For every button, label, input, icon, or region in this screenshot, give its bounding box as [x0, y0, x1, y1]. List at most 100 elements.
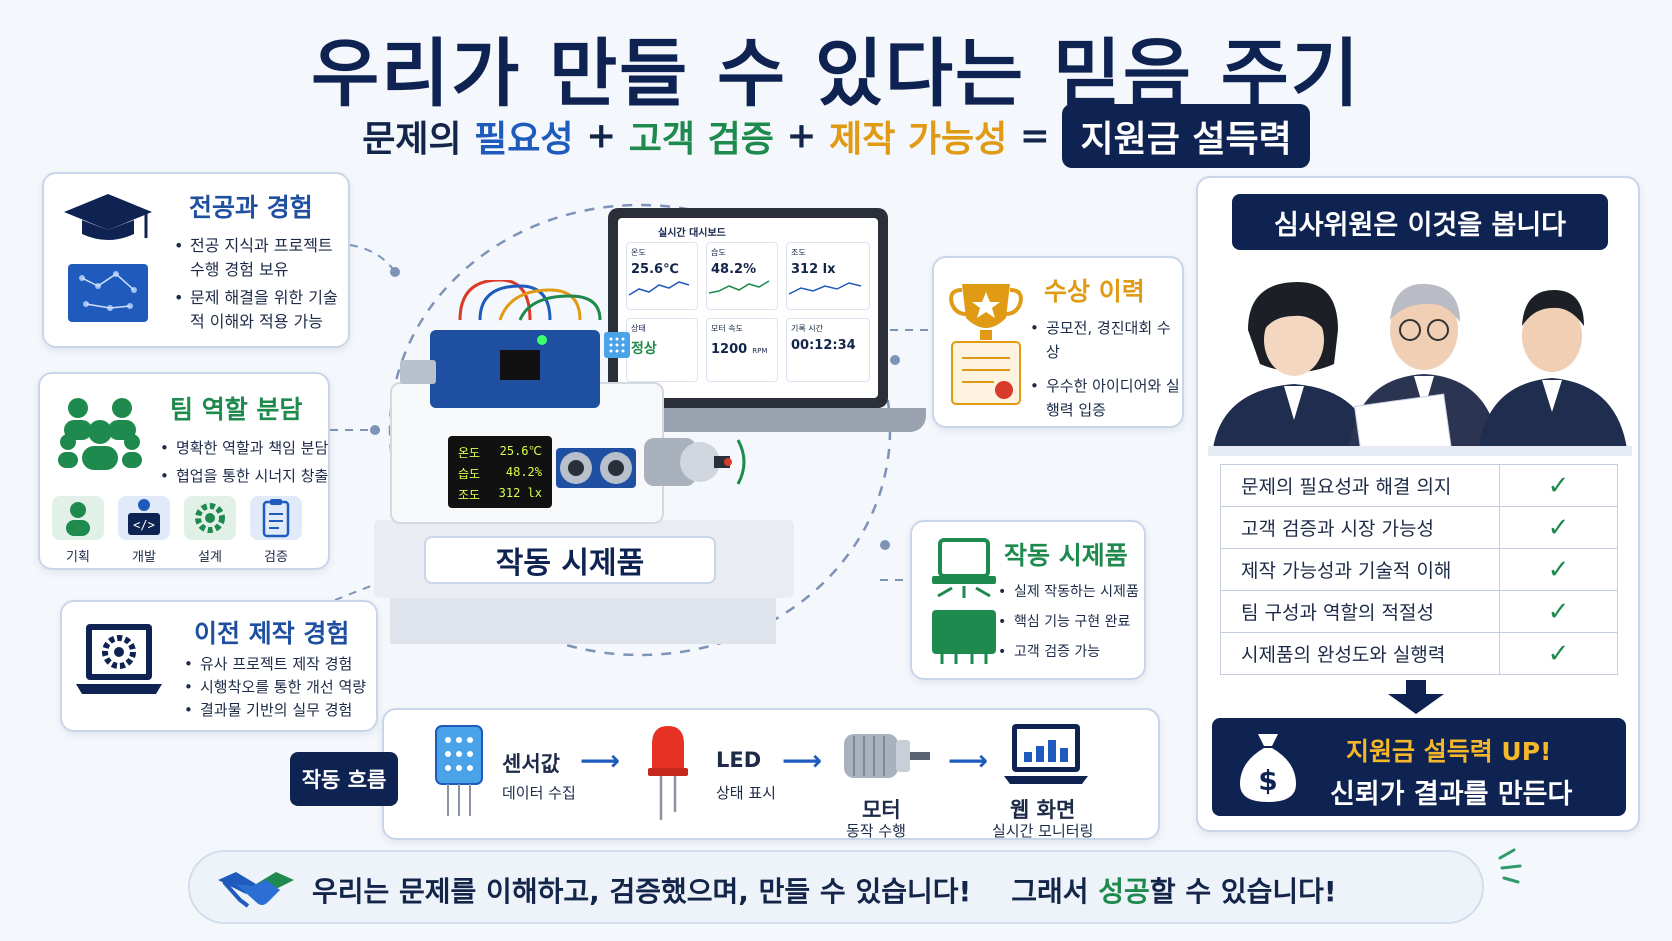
graduation-cap-icon	[64, 194, 152, 322]
role-label: 기획	[66, 550, 90, 565]
microcontroller-board-icon	[400, 280, 602, 408]
lcd-value: 48.2%	[505, 465, 542, 479]
lcd-value: 25.6℃	[499, 444, 542, 458]
lcd-row: 온도 25.6℃	[458, 444, 542, 461]
table-row: 고객 검증과 시장 가능성✓	[1220, 506, 1618, 549]
check-icon: ✓	[1499, 632, 1618, 675]
checklist-item: 제작 가능성과 기술적 이해	[1220, 548, 1500, 591]
arrow-down-icon	[1388, 680, 1444, 714]
ultrasonic-sensor-icon	[556, 448, 636, 488]
gear-icon	[184, 496, 236, 540]
list-item: 문제 해결을 위한 기술적 이해와 적용 가능	[174, 286, 344, 334]
previous-experience-title: 이전 제작 경험	[194, 619, 350, 648]
lcd-label: 온도	[458, 446, 481, 460]
tile-label: 모터 속도	[711, 324, 743, 333]
judges-title: 심사위원은 이것을 봅니다	[1232, 194, 1608, 250]
flow-step-title: 모터	[862, 798, 901, 822]
check-icon: ✓	[1499, 506, 1618, 549]
dashboard-tile: 모터 속도 1200 RPM	[706, 318, 778, 382]
dashboard-tile: 온도 25.6℃	[626, 242, 698, 310]
team-icon	[58, 398, 142, 470]
judges-panel: 심사위원은 이것을 봅니다 문제의 필요성과 해결 의지✓ 고객 검증과 시장 …	[1196, 176, 1640, 832]
flow-step-title: 웹 화면	[1010, 798, 1076, 822]
prototype-banner: 작동 시제품	[424, 536, 716, 584]
flow-step-title: LED	[716, 748, 762, 772]
tile-value: 00:12:34	[791, 338, 856, 353]
code-icon: </>	[118, 496, 170, 540]
lcd-label: 습도	[458, 467, 481, 481]
check-icon: ✓	[1499, 590, 1618, 633]
list-item: 명확한 역할과 책임 분담	[160, 436, 330, 460]
check-icon: ✓	[1499, 464, 1618, 507]
tile-value: 정상	[631, 341, 657, 357]
formula-plus: +	[586, 115, 617, 157]
page-title: 우리가 만들 수 있다는 믿음 주기	[311, 31, 1361, 117]
list-item: 유사 프로젝트 제작 경험	[184, 654, 380, 674]
formula: 문제의 필요성 + 고객 검증 + 제작 가능성 = 지원금 설득력	[0, 104, 1672, 168]
list-item: 실제 작동하는 시제품	[998, 582, 1144, 602]
awards-title: 수상 이력	[1044, 277, 1145, 306]
dashboard-tile: 기록 시간 00:12:34	[786, 318, 870, 382]
team-roles-bullets: 명확한 역할과 책임 분담 협업을 통한 시너지 창출	[160, 436, 330, 492]
footer-part1: 우리는 문제를 이해하고, 검증했으며, 만들 수 있습니다!	[312, 875, 972, 908]
result-box: $ 지원금 설득력 UP! 신뢰가 결과를 만든다	[1212, 718, 1626, 816]
dashboard-screen: 실시간 대시보드 온도 25.6℃ 습도 48.2% 조도 312 lx 상태 …	[618, 218, 878, 398]
arrow-right-icon: ⟶	[580, 744, 621, 777]
major-experience-title: 전공과 경험	[189, 193, 313, 222]
sparkle-icon	[1498, 848, 1522, 884]
role-label: 설계	[198, 550, 222, 565]
arrow-right-icon: ⟶	[948, 744, 989, 777]
footer-message: 우리는 문제를 이해하고, 검증했으며, 만들 수 있습니다!그래서 성공할 수…	[312, 870, 1337, 910]
team-roles-card: 팀 역할 분담 명확한 역할과 책임 분담 협업을 통한 시너지 창출 기획 <…	[38, 372, 330, 570]
formula-part3: 제작 가능성	[829, 119, 1008, 160]
prototype-board-icon	[932, 538, 996, 664]
formula-plus: +	[786, 115, 817, 157]
lcd-label: 조도	[458, 488, 481, 502]
tile-value: 1200	[711, 342, 748, 357]
flow-label: 작동 흐름	[290, 752, 398, 806]
lcd-value: 312 lx	[498, 486, 542, 500]
list-item: 핵심 기능 구현 완료	[998, 612, 1144, 632]
major-experience-bullets: 전공 지식과 프로젝트 수행 경험 보유 문제 해결을 위한 기술적 이해와 적…	[174, 234, 344, 338]
web-screen-icon	[1004, 724, 1088, 784]
table-row: 팀 구성과 역할의 적절성✓	[1220, 590, 1618, 633]
list-item: 전공 지식과 프로젝트 수행 경험 보유	[174, 234, 344, 282]
team-roles-title: 팀 역할 분담	[170, 395, 303, 424]
dashboard-title: 실시간 대시보드	[658, 228, 726, 239]
list-item: 공모전, 경진대회 수상	[1030, 316, 1180, 364]
tile-unit: RPM	[752, 347, 768, 355]
device-lcd: 온도 25.6℃ 습도 48.2% 조도 312 lx	[448, 436, 552, 508]
lcd-row: 조도 312 lx	[458, 486, 542, 503]
flow-step-sub: 동작 수행	[846, 822, 906, 840]
temperature-sensor-icon	[604, 332, 630, 358]
tile-label: 상태	[631, 324, 646, 333]
handshake-icon	[218, 872, 294, 908]
motor-icon	[644, 438, 746, 486]
tile-value: 48.2%	[711, 262, 757, 277]
list-item: 결과물 기반의 실무 경험	[184, 700, 380, 720]
list-item: 협업을 통한 시너지 창출	[160, 464, 330, 488]
formula-part1-prefix: 문제의	[362, 119, 475, 160]
svg-text:</>: </>	[133, 518, 155, 532]
previous-experience-card: 이전 제작 경험 유사 프로젝트 제작 경험 시행착오를 통한 개선 역량 결과…	[60, 600, 378, 732]
role-design: 설계	[182, 496, 238, 565]
role-label: 검증	[264, 550, 288, 565]
working-prototype-card: 작동 시제품 실제 작동하는 시제품 핵심 기능 구현 완료 고객 검증 가능	[910, 520, 1146, 680]
previous-experience-bullets: 유사 프로젝트 제작 경험 시행착오를 통한 개선 역량 결과물 기반의 실무 …	[184, 654, 380, 723]
footer-banner: 우리는 문제를 이해하고, 검증했으며, 만들 수 있습니다!그래서 성공할 수…	[188, 850, 1484, 924]
result-line2: 신뢰가 결과를 만든다	[1330, 779, 1573, 810]
tile-label: 습도	[711, 248, 726, 257]
footer-part2-prefix: 그래서	[1011, 875, 1099, 908]
role-planning: 기획	[50, 496, 106, 565]
trophy-certificate-icon	[949, 284, 1023, 405]
list-item: 고객 검증 가능	[998, 642, 1144, 662]
prototype-illustration: 실시간 대시보드 온도 25.6℃ 습도 48.2% 조도 312 lx 상태 …	[374, 200, 926, 690]
formula-part1-keyword: 필요성	[474, 119, 574, 160]
table-row: 문제의 필요성과 해결 의지✓	[1220, 464, 1618, 507]
awards-bullets: 공모전, 경진대회 수상 우수한 아이디어와 실행력 입증	[1030, 316, 1180, 426]
footer-part2-keyword: 성공	[1098, 875, 1150, 908]
person-icon	[52, 496, 104, 540]
judges-illustration	[1208, 282, 1632, 456]
result-line1: 지원금 설득력 UP!	[1346, 737, 1552, 766]
checklist-item: 고객 검증과 시장 가능성	[1220, 506, 1500, 549]
